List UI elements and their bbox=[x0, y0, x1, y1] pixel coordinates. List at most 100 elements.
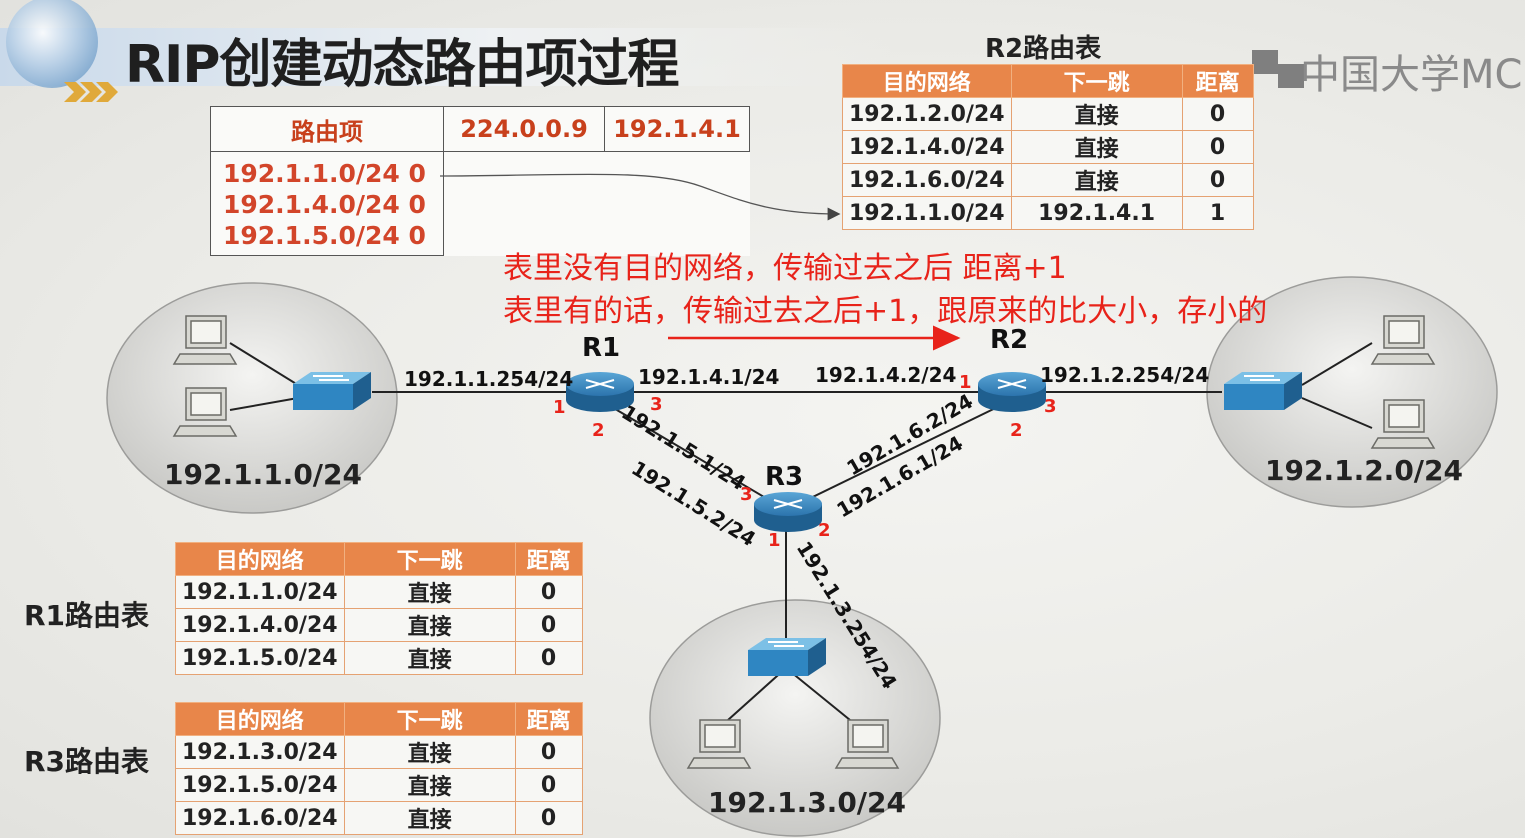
packet-entries: 192.1.1.0/24 0 192.1.4.0/24 0 192.1.5.0/… bbox=[210, 151, 444, 256]
cell: 192.1.3.0/24 bbox=[175, 735, 345, 769]
table-row: 192.1.5.0/24 直接 0 bbox=[175, 641, 583, 675]
cell: 0 bbox=[514, 641, 583, 675]
port-number: 2 bbox=[1010, 420, 1023, 441]
cell: 直接 bbox=[343, 641, 516, 675]
col-header: 目的网络 bbox=[175, 542, 345, 576]
lan-3-label: 192.1.3.0/24 bbox=[708, 786, 906, 819]
pc-icon bbox=[1370, 315, 1436, 365]
pc-icon bbox=[172, 387, 238, 437]
globe-icon bbox=[6, 0, 98, 88]
packet-entry: 192.1.4.0/24 0 bbox=[223, 190, 426, 219]
cell: 直接 bbox=[1010, 163, 1183, 197]
col-header: 距离 bbox=[1181, 64, 1254, 98]
interface-label: 192.1.1.254/24 bbox=[404, 367, 573, 391]
col-header: 下一跳 bbox=[343, 542, 516, 576]
port-number: 2 bbox=[818, 520, 831, 541]
cell: 0 bbox=[1181, 130, 1254, 164]
cell: 192.1.2.0/24 bbox=[842, 97, 1012, 131]
packet-header-dest: 224.0.0.9 bbox=[443, 106, 605, 152]
cell: 直接 bbox=[343, 768, 516, 802]
logo-text: 中国大学MC bbox=[1300, 52, 1523, 98]
packet-header-route: 路由项 bbox=[210, 106, 444, 152]
interface-label: 192.1.4.2/24 bbox=[815, 363, 956, 387]
packet-header-src: 192.1.4.1 bbox=[604, 106, 750, 152]
cell: 1 bbox=[1181, 196, 1254, 230]
cell: 192.1.4.0/24 bbox=[175, 608, 345, 642]
cell: 0 bbox=[514, 735, 583, 769]
cell: 192.1.1.0/24 bbox=[842, 196, 1012, 230]
cell: 0 bbox=[514, 801, 583, 835]
col-header: 下一跳 bbox=[1010, 64, 1183, 98]
switch-icon bbox=[293, 372, 371, 410]
router-r1-icon bbox=[566, 372, 634, 412]
cell: 0 bbox=[1181, 163, 1254, 197]
switch-icon bbox=[748, 638, 826, 676]
col-header: 距离 bbox=[514, 542, 583, 576]
r3-table-label: R3路由表 bbox=[24, 745, 150, 778]
pc-icon bbox=[1370, 399, 1436, 449]
table-row: 192.1.6.0/24 直接 0 bbox=[175, 801, 583, 835]
cell: 直接 bbox=[343, 608, 516, 642]
cell: 0 bbox=[514, 608, 583, 642]
cell: 直接 bbox=[343, 801, 516, 835]
router-r2-label: R2 bbox=[990, 325, 1029, 355]
table-row: 192.1.4.0/24 直接 0 bbox=[842, 130, 1254, 164]
port-number: 1 bbox=[768, 530, 781, 551]
cell: 192.1.6.0/24 bbox=[175, 801, 345, 835]
table-row: 192.1.1.0/24 192.1.4.1 1 bbox=[842, 196, 1254, 230]
col-header: 下一跳 bbox=[343, 702, 516, 736]
router-r3-label: R3 bbox=[765, 462, 804, 492]
pc-icon bbox=[686, 719, 752, 769]
cell: 0 bbox=[514, 575, 583, 609]
packet-entry: 192.1.5.0/24 0 bbox=[223, 221, 426, 250]
cell: 192.1.5.0/24 bbox=[175, 641, 345, 675]
port-number: 3 bbox=[740, 484, 753, 505]
col-header: 目的网络 bbox=[175, 702, 345, 736]
cell: 192.1.6.0/24 bbox=[842, 163, 1012, 197]
links bbox=[229, 342, 1373, 721]
lan-1-area bbox=[106, 282, 398, 514]
cell: 直接 bbox=[343, 735, 516, 769]
port-number: 1 bbox=[553, 397, 566, 418]
note-line-1: 表里没有目的网络，传输过去之后 距离+1 bbox=[503, 251, 1067, 286]
r3-routing-table: 目的网络 下一跳 距离 192.1.3.0/24 直接 0 192.1.5.0/… bbox=[175, 702, 583, 835]
lan-2-label: 192.1.2.0/24 bbox=[1265, 454, 1463, 487]
table-row: 192.1.3.0/24 直接 0 bbox=[175, 735, 583, 769]
table-row: 192.1.6.0/24 直接 0 bbox=[842, 163, 1254, 197]
rip-packet-table: 路由项 224.0.0.9 192.1.4.1 192.1.1.0/24 0 1… bbox=[210, 106, 750, 256]
packet-entry: 192.1.1.0/24 0 bbox=[223, 159, 426, 188]
r2-table-label: R2路由表 bbox=[985, 34, 1102, 64]
router-r3-icon bbox=[754, 492, 822, 532]
col-header: 目的网络 bbox=[842, 64, 1012, 98]
cell: 192.1.1.0/24 bbox=[175, 575, 345, 609]
col-header: 距离 bbox=[514, 702, 583, 736]
cell: 0 bbox=[1181, 97, 1254, 131]
interface-label: 192.1.2.254/24 bbox=[1040, 363, 1209, 387]
router-r2-icon bbox=[978, 372, 1046, 412]
r2-routing-table: 目的网络 下一跳 距离 192.1.2.0/24 直接 0 192.1.4.0/… bbox=[842, 64, 1254, 230]
lan-1-label: 192.1.1.0/24 bbox=[164, 458, 362, 491]
page-title: RIP创建动态路由项过程 bbox=[125, 35, 680, 95]
table-row: 192.1.1.0/24 直接 0 bbox=[175, 575, 583, 609]
interface-label: 192.1.4.1/24 bbox=[638, 365, 779, 389]
switch-icon bbox=[1224, 372, 1302, 410]
lan-3-area bbox=[649, 599, 941, 837]
port-number: 3 bbox=[650, 394, 663, 415]
port-number: 3 bbox=[1044, 396, 1057, 417]
note-line-2: 表里有的话，传输过去之后+1，跟原来的比大小，存小的 bbox=[503, 294, 1268, 329]
table-row: 192.1.4.0/24 直接 0 bbox=[175, 608, 583, 642]
title-banner bbox=[0, 0, 900, 102]
pc-icon bbox=[834, 719, 900, 769]
connector-arrow bbox=[439, 173, 841, 221]
table-row: 192.1.5.0/24 直接 0 bbox=[175, 768, 583, 802]
cell: 192.1.4.1 bbox=[1010, 196, 1183, 230]
port-number: 2 bbox=[592, 420, 605, 441]
mooc-logo-icon bbox=[1252, 50, 1304, 88]
cell: 192.1.5.0/24 bbox=[175, 768, 345, 802]
pc-icon bbox=[172, 315, 238, 365]
r1-table-label: R1路由表 bbox=[24, 599, 150, 632]
port-number: 1 bbox=[959, 372, 972, 393]
cell: 直接 bbox=[343, 575, 516, 609]
cell: 0 bbox=[514, 768, 583, 802]
